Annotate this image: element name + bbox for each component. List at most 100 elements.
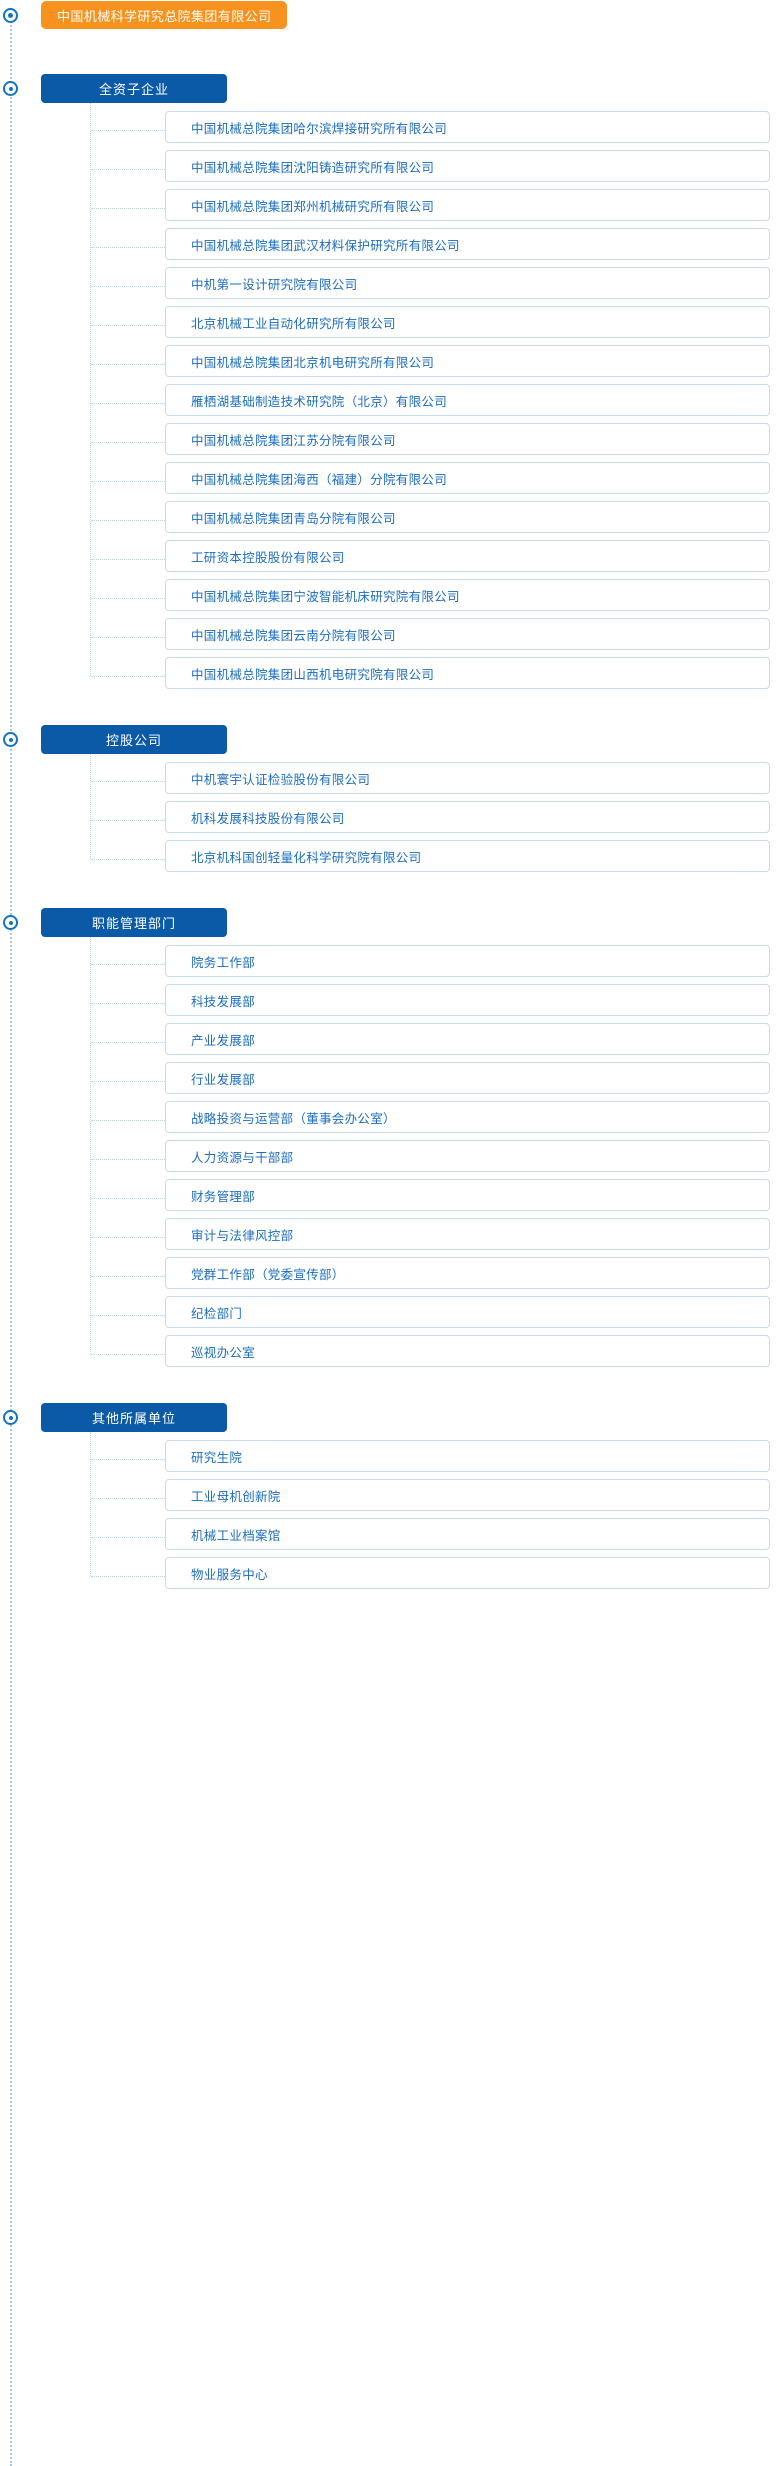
- org-section: 其他所属单位研究生院工业母机创新院机械工业档案馆物业服务中心: [0, 1403, 779, 1596]
- item-horizontal-connector: [91, 598, 165, 599]
- org-item[interactable]: 北京机科国创轻量化科学研究院有限公司: [165, 840, 770, 872]
- section-header-row: 职能管理部门: [0, 908, 779, 937]
- org-item[interactable]: 党群工作部（党委宣传部）: [165, 1257, 770, 1289]
- org-item-row: 科技发展部: [0, 984, 779, 1023]
- org-item[interactable]: 中国机械总院集团江苏分院有限公司: [165, 423, 770, 455]
- org-item-row: 中国机械总院集团江苏分院有限公司: [0, 423, 779, 462]
- root-node[interactable]: 中国机械科学研究总院集团有限公司: [41, 1, 288, 29]
- item-horizontal-connector: [91, 286, 165, 287]
- org-item[interactable]: 中机第一设计研究院有限公司: [165, 267, 770, 299]
- org-item-row: 物业服务中心: [0, 1557, 779, 1596]
- org-item[interactable]: 中国机械总院集团宁波智能机床研究院有限公司: [165, 579, 770, 611]
- org-item[interactable]: 中国机械总院集团海西（福建）分院有限公司: [165, 462, 770, 494]
- item-horizontal-connector: [91, 1576, 165, 1577]
- section-title-2[interactable]: 职能管理部门: [41, 908, 227, 937]
- item-horizontal-connector: [91, 169, 165, 170]
- section-title-1[interactable]: 控股公司: [41, 725, 227, 754]
- section-branch: 院务工作部科技发展部产业发展部行业发展部战略投资与运营部（董事会办公室） 人力资源…: [0, 937, 779, 1374]
- org-item[interactable]: 机科发展科技股份有限公司: [165, 801, 770, 833]
- org-item-row: 中国机械总院集团青岛分院有限公司: [0, 501, 779, 540]
- org-item-row: 机科发展科技股份有限公司: [0, 801, 779, 840]
- org-item-row: 院务工作部: [0, 945, 779, 984]
- org-item-row: 行业发展部: [0, 1062, 779, 1101]
- org-item-row: 巡视办公室: [0, 1335, 779, 1374]
- item-horizontal-connector: [91, 781, 165, 782]
- item-horizontal-connector: [91, 1003, 165, 1004]
- org-item[interactable]: 雁栖湖基础制造技术研究院（北京）有限公司: [165, 384, 770, 416]
- org-item-row: 中国机械总院集团郑州机械研究所有限公司: [0, 189, 779, 228]
- org-item-row: 战略投资与运营部（董事会办公室）: [0, 1101, 779, 1140]
- item-horizontal-connector: [91, 1198, 165, 1199]
- org-item[interactable]: 中机寰宇认证检验股份有限公司: [165, 762, 770, 794]
- branch-vertical-connector: [90, 103, 91, 676]
- org-item[interactable]: 中国机械总院集团沈阳铸造研究所有限公司: [165, 150, 770, 182]
- branch-vertical-connector: [90, 1432, 91, 1576]
- item-horizontal-connector: [91, 1042, 165, 1043]
- org-item[interactable]: 产业发展部: [165, 1023, 770, 1055]
- org-item[interactable]: 物业服务中心: [165, 1557, 770, 1589]
- org-item-row: 中国机械总院集团北京机电研究所有限公司: [0, 345, 779, 384]
- org-item[interactable]: 工业母机创新院: [165, 1479, 770, 1511]
- org-item-row: 审计与法律风控部: [0, 1218, 779, 1257]
- org-item[interactable]: 纪检部门: [165, 1296, 770, 1328]
- org-item[interactable]: 战略投资与运营部（董事会办公室）: [165, 1101, 770, 1133]
- section-header-row: 全资子企业: [0, 74, 779, 103]
- org-item[interactable]: 院务工作部: [165, 945, 770, 977]
- org-item-row: 中机第一设计研究院有限公司: [0, 267, 779, 306]
- org-item-row: 产业发展部: [0, 1023, 779, 1062]
- org-item[interactable]: 人力资源与干部部: [165, 1140, 770, 1172]
- org-item-row: 工研资本控股股份有限公司: [0, 540, 779, 579]
- org-item[interactable]: 中国机械总院集团武汉材料保护研究所有限公司: [165, 228, 770, 260]
- item-horizontal-connector: [91, 130, 165, 131]
- item-horizontal-connector: [91, 1159, 165, 1160]
- org-item-row: 雁栖湖基础制造技术研究院（北京）有限公司: [0, 384, 779, 423]
- main-vertical-connector: [10, 14, 12, 2466]
- org-item-row: 中国机械总院集团云南分院有限公司: [0, 618, 779, 657]
- org-section: 控股公司中机寰宇认证检验股份有限公司机科发展科技股份有限公司北京机科国创轻量化科…: [0, 725, 779, 879]
- org-item[interactable]: 北京机械工业自动化研究所有限公司: [165, 306, 770, 338]
- item-horizontal-connector: [91, 1237, 165, 1238]
- org-item[interactable]: 科技发展部: [165, 984, 770, 1016]
- item-horizontal-connector: [91, 520, 165, 521]
- item-horizontal-connector: [91, 859, 165, 860]
- org-item[interactable]: 机械工业档案馆: [165, 1518, 770, 1550]
- root-node-row: 中国机械科学研究总院集团有限公司: [0, 0, 779, 32]
- item-horizontal-connector: [91, 1459, 165, 1460]
- org-item-row: 研究生院: [0, 1440, 779, 1479]
- org-item-row: 中国机械总院集团海西（福建）分院有限公司: [0, 462, 779, 501]
- org-item[interactable]: 审计与法律风控部: [165, 1218, 770, 1250]
- org-item[interactable]: 中国机械总院集团哈尔滨焊接研究所有限公司: [165, 111, 770, 143]
- org-item-row: 中国机械总院集团山西机电研究院有限公司: [0, 657, 779, 696]
- item-horizontal-connector: [91, 820, 165, 821]
- org-item[interactable]: 中国机械总院集团青岛分院有限公司: [165, 501, 770, 533]
- section-title-0[interactable]: 全资子企业: [41, 74, 227, 103]
- org-item[interactable]: 行业发展部: [165, 1062, 770, 1094]
- org-item[interactable]: 中国机械总院集团云南分院有限公司: [165, 618, 770, 650]
- org-item[interactable]: 巡视办公室: [165, 1335, 770, 1367]
- section-branch: 中国机械总院集团哈尔滨焊接研究所有限公司中国机械总院集团沈阳铸造研究所有限公司中…: [0, 103, 779, 696]
- section-title-3[interactable]: 其他所属单位: [41, 1403, 227, 1432]
- section-branch: 研究生院工业母机创新院机械工业档案馆物业服务中心: [0, 1432, 779, 1596]
- org-item[interactable]: 研究生院: [165, 1440, 770, 1472]
- item-horizontal-connector: [91, 442, 165, 443]
- org-item[interactable]: 中国机械总院集团山西机电研究院有限公司: [165, 657, 770, 689]
- org-item-row: 中国机械总院集团武汉材料保护研究所有限公司: [0, 228, 779, 267]
- org-item-row: 纪检部门: [0, 1296, 779, 1335]
- target-dot-icon: [3, 732, 18, 747]
- item-horizontal-connector: [91, 208, 165, 209]
- org-item-row: 机械工业档案馆: [0, 1518, 779, 1557]
- org-item[interactable]: 工研资本控股股份有限公司: [165, 540, 770, 572]
- org-item-row: 中国机械总院集团宁波智能机床研究院有限公司: [0, 579, 779, 618]
- target-dot-icon: [3, 81, 18, 96]
- org-item[interactable]: 中国机械总院集团北京机电研究所有限公司: [165, 345, 770, 377]
- org-item[interactable]: 中国机械总院集团郑州机械研究所有限公司: [165, 189, 770, 221]
- org-item[interactable]: 财务管理部: [165, 1179, 770, 1211]
- item-horizontal-connector: [91, 403, 165, 404]
- item-horizontal-connector: [91, 559, 165, 560]
- org-item-row: 北京机械工业自动化研究所有限公司: [0, 306, 779, 345]
- branch-vertical-connector: [90, 754, 91, 859]
- item-horizontal-connector: [91, 1120, 165, 1121]
- item-horizontal-connector: [91, 637, 165, 638]
- org-section: 职能管理部门院务工作部科技发展部产业发展部行业发展部战略投资与运营部（董事会办公…: [0, 908, 779, 1374]
- item-horizontal-connector: [91, 247, 165, 248]
